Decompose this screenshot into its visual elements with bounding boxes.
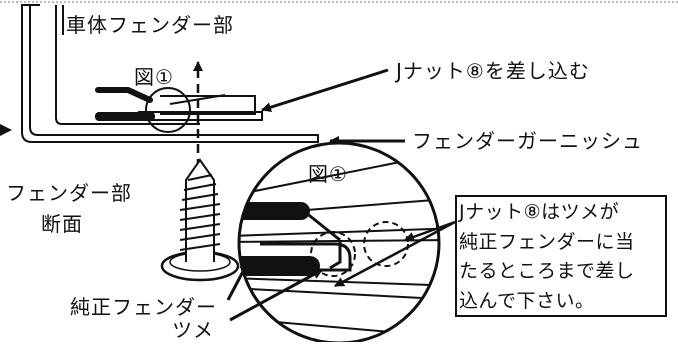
- note-line: 純正フェンダーに当: [459, 230, 635, 253]
- fig1-label-detail: 図①: [308, 162, 348, 186]
- note-arrow-1: [404, 220, 456, 242]
- instruction-note-box: Jナット⑧はツメが 純正フェンダーに当 たるところまで差し 込んで下さい。: [455, 195, 667, 317]
- note-line: 込んで下さい。: [459, 289, 595, 312]
- fender-section-label: フェンダー部: [6, 181, 132, 205]
- fender-section-sub-label: 断面: [41, 212, 83, 236]
- note-arrow-2: [334, 220, 456, 288]
- j-nut-insert-arrow: [261, 68, 389, 113]
- tab-label: ツメ: [172, 318, 214, 342]
- fender-body-section: [21, 4, 319, 143]
- body-fender-label: 車体フェンダー部: [66, 13, 234, 37]
- fig1-callout-circle: [145, 87, 191, 133]
- note-line: Jナット⑧はツメが: [459, 201, 620, 223]
- tab-arrow: [229, 268, 323, 322]
- fender-garnish-label: フェンダーガーニッシュ: [412, 129, 643, 153]
- j-nut-assembly: [95, 87, 263, 121]
- note-line: たるところまで差し: [459, 260, 635, 282]
- left-edge-arrow: [0, 124, 12, 136]
- screw-icon: [160, 158, 240, 282]
- genuine-fender-label: 純正フェンダー: [70, 295, 217, 319]
- genuine-fender-arrow: [226, 261, 250, 301]
- fig1-label-top: 図①: [134, 65, 174, 89]
- j-nut-insert-label: Jナット⑧を差し込む: [394, 59, 590, 83]
